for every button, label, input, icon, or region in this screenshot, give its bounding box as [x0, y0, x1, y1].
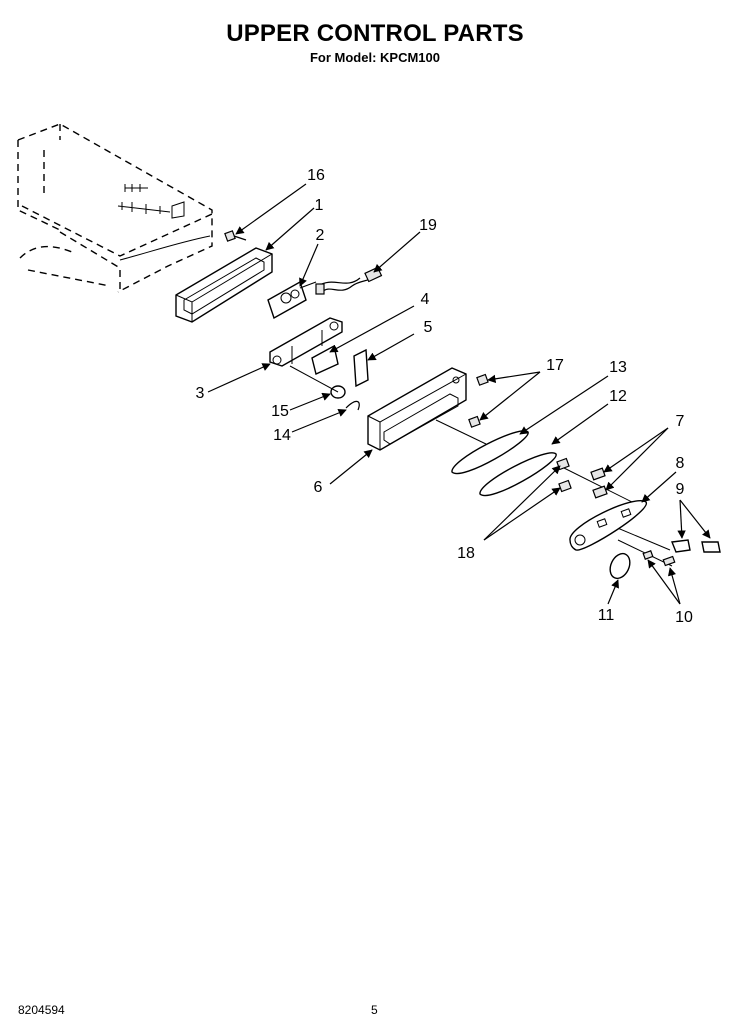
callout-8: 8	[676, 455, 685, 472]
callout-18: 18	[457, 545, 475, 562]
part-3-bracket	[269, 317, 343, 367]
part-16-screw	[224, 230, 247, 242]
document-number: 8204594	[18, 1003, 65, 1017]
callout-11: 11	[598, 607, 615, 624]
part-6-control-housing	[367, 367, 467, 451]
callout-19: 19	[419, 217, 437, 234]
console-housing-outline	[17, 123, 213, 293]
diagram-title: UPPER CONTROL PARTS	[226, 20, 524, 47]
callout-10: 10	[675, 609, 693, 626]
callout-2: 2	[316, 227, 325, 244]
part-14-spring	[345, 400, 360, 411]
part-1-bezel	[175, 247, 273, 323]
leader-lines	[207, 183, 711, 605]
page-number: 5	[371, 1003, 378, 1017]
callout-4: 4	[421, 291, 430, 308]
alignment-line	[289, 365, 339, 393]
part-12-gasket	[479, 452, 557, 497]
callout-17: 17	[546, 357, 564, 374]
alignment-line	[559, 465, 641, 507]
part-18-screws	[556, 457, 572, 493]
callout-1: 1	[315, 197, 324, 214]
part-11-lens	[609, 552, 631, 580]
part-9-knobs	[671, 539, 721, 553]
callout-5: 5	[424, 319, 433, 336]
callout-12: 12	[609, 388, 627, 405]
model-subtitle: For Model: KPCM100	[309, 50, 440, 65]
part-8-face-plate	[569, 500, 647, 551]
callout-3: 3	[196, 385, 205, 402]
callout-13: 13	[609, 359, 627, 376]
callout-7: 7	[676, 413, 685, 430]
part-17-screws	[468, 373, 489, 428]
callout-16: 16	[307, 167, 325, 184]
part-5-label	[353, 348, 369, 388]
callout-9: 9	[676, 481, 685, 498]
callout-14: 14	[273, 427, 291, 444]
part-10-pins	[642, 550, 676, 567]
part-19-wire-harness	[315, 266, 383, 295]
alignment-line	[435, 419, 487, 445]
callout-6: 6	[314, 479, 323, 496]
callout-15: 15	[271, 403, 289, 420]
part-4-module	[311, 344, 339, 375]
part-2-switch	[267, 280, 317, 320]
